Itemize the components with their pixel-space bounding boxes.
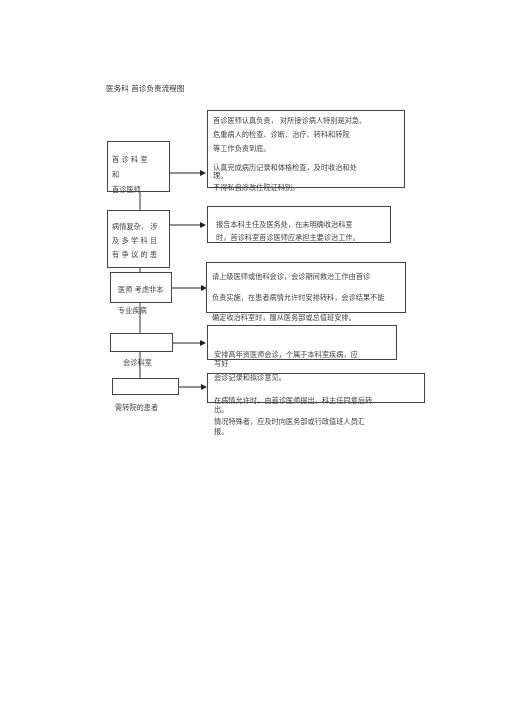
right-box-report — [207, 206, 391, 243]
right-box3-line1: 请上级医师或他科会诊，会诊期间救治工作由首诊 — [212, 272, 371, 281]
right-box4-line2: 写好 — [214, 359, 229, 368]
right-box-consultation — [206, 262, 406, 313]
left-box1-line1: 首 诊 科 室 — [112, 155, 148, 164]
right-box3-line2: 负责实施，在患者病情允许时安排转科，会诊结果不能 — [212, 293, 385, 302]
right-box5-line1: 会诊记录和拟诊意见。 — [214, 373, 286, 382]
right-box4-line1: 安排高年资医师会诊，个属于本科室疾病，应 — [214, 350, 358, 359]
right-box3-line3: 确定收治科室时，服从医务部或总值班安排。 — [212, 313, 356, 322]
right-box1-line3: 等工作负责到底。 — [213, 144, 271, 153]
left-box4-label: 会诊科室 — [123, 358, 152, 367]
left-box2-line2: 及 多 学 科 且 — [112, 236, 158, 245]
left-box1-line3: 首诊医师 — [112, 185, 141, 194]
right-box2-line1: 报告本科主任及医务处，在未明确收治科室 — [216, 220, 353, 229]
right-box5-line2: 在病情允许时，由首诊医师提出，科主任同意后转 — [214, 396, 373, 405]
right-box5-line5: 报。 — [214, 427, 229, 436]
right-box-senior-consult — [207, 325, 397, 360]
left-box-complex-cases — [107, 210, 170, 268]
left-box5-label: 需转院的患者 — [115, 403, 159, 412]
right-box-transfer-out — [207, 373, 425, 403]
left-box2-line1: 病情复杂， 涉 — [112, 222, 158, 231]
left-box-first-visit — [107, 141, 170, 192]
right-box5-line3: 出。 — [214, 405, 229, 414]
right-box1-line6: 不得私自涂改住院证科别。 — [213, 183, 300, 192]
right-box1-line1: 首诊医师认真负责， 对所接诊病人特别是对急、 — [213, 116, 367, 125]
left-box3-line2: 专业疾病 — [118, 306, 147, 315]
right-box-responsibilities — [207, 110, 405, 188]
right-box1-line5: 理。 — [213, 171, 228, 180]
left-box3-line1: 医师 考虑非本 — [118, 285, 164, 294]
right-box5-line4: 情况特殊者，应及时向医务部或行政值班人员汇 — [214, 417, 365, 426]
left-box2-line3: 有 争 议 的 患 — [112, 250, 158, 259]
left-box-transfer — [112, 378, 179, 395]
left-box-non-specialty — [110, 272, 172, 303]
left-box-consult-dept — [110, 333, 173, 352]
right-box1-line4: 认真完成病历记录和体格检查，及时收治和处 — [213, 163, 357, 172]
right-box1-line2: 危重病人的检查、诊断、治疗、转科和转院 — [213, 130, 350, 139]
page-title: 医务科 首诊负责流程图 — [106, 84, 185, 93]
left-box1-line2: 和 — [112, 170, 120, 179]
right-box2-line2: 时，首诊科室首诊医师应承担主要诊治工作。 — [216, 233, 360, 242]
